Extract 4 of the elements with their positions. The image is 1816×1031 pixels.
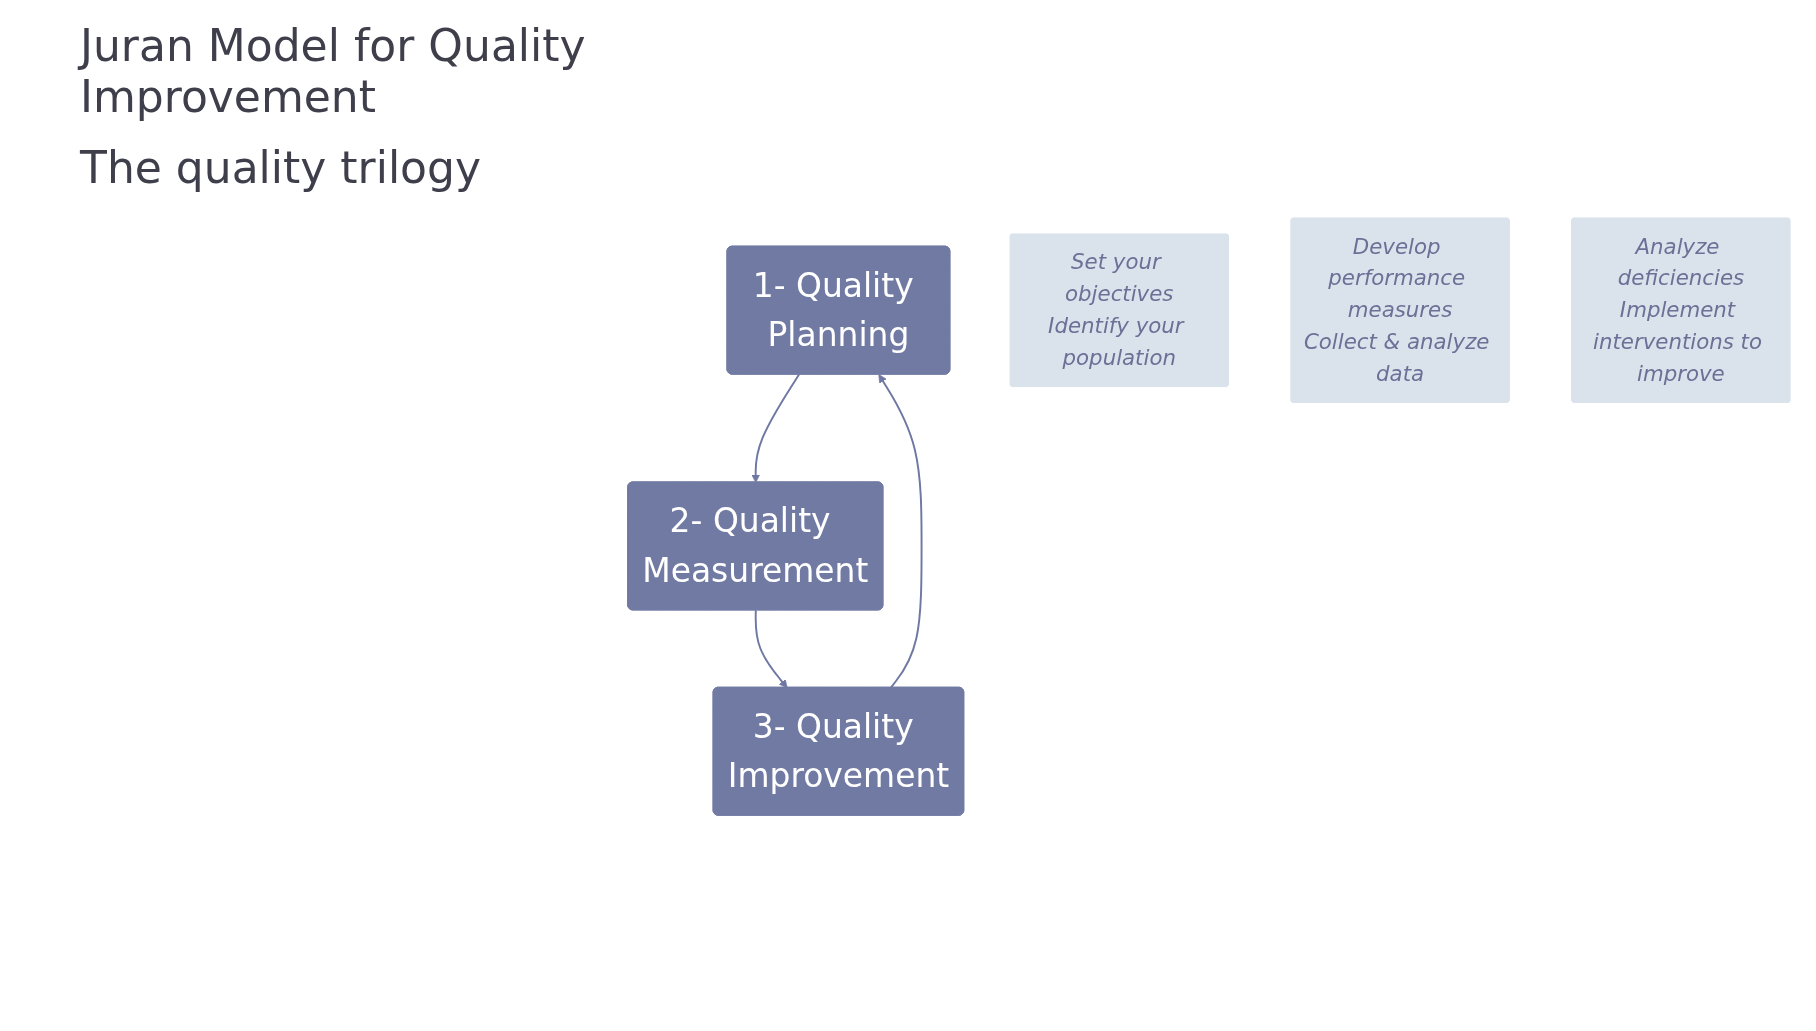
arrow xyxy=(754,608,788,688)
arrow xyxy=(751,373,800,483)
bullet-text: The quality trilogy xyxy=(79,142,482,193)
bullet-text: Juran Model for Quality Improvement xyxy=(40,20,640,122)
